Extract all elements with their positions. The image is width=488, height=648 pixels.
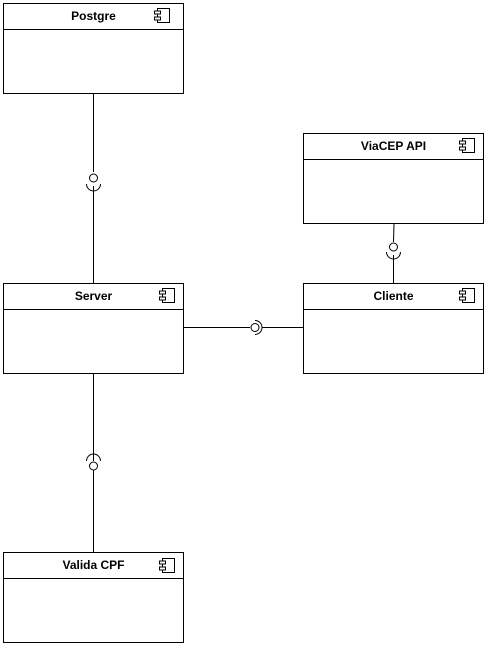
component-label: Server <box>75 289 113 303</box>
component-label: Valida CPF <box>62 558 124 572</box>
component-server[interactable]: Server <box>3 283 184 374</box>
provided-interface-circle <box>250 323 260 332</box>
connector-server-postgre <box>86 93 101 283</box>
component-valida-cpf[interactable]: Valida CPF <box>3 552 184 643</box>
provided-interface-circle <box>89 461 98 471</box>
provided-interface-circle <box>389 242 398 252</box>
component-label: ViaCEP API <box>361 139 426 153</box>
connector-cliente-viacep <box>386 222 401 283</box>
connector-server-valida <box>86 373 101 552</box>
connector-line <box>393 222 395 243</box>
component-viacep[interactable]: ViaCEP API <box>303 133 484 224</box>
component-icon <box>459 138 475 153</box>
connector-server-cliente <box>183 320 303 335</box>
component-icon <box>159 558 175 573</box>
component-icon <box>154 8 170 23</box>
component-label: Postgre <box>71 9 116 23</box>
component-icon <box>159 288 175 303</box>
component-cliente[interactable]: Cliente <box>303 283 484 374</box>
component-icon <box>459 288 475 303</box>
required-interface-socket <box>86 453 101 462</box>
component-postgre[interactable]: Postgre <box>3 3 184 94</box>
component-label: Cliente <box>373 289 413 303</box>
provided-interface-circle <box>89 173 98 183</box>
